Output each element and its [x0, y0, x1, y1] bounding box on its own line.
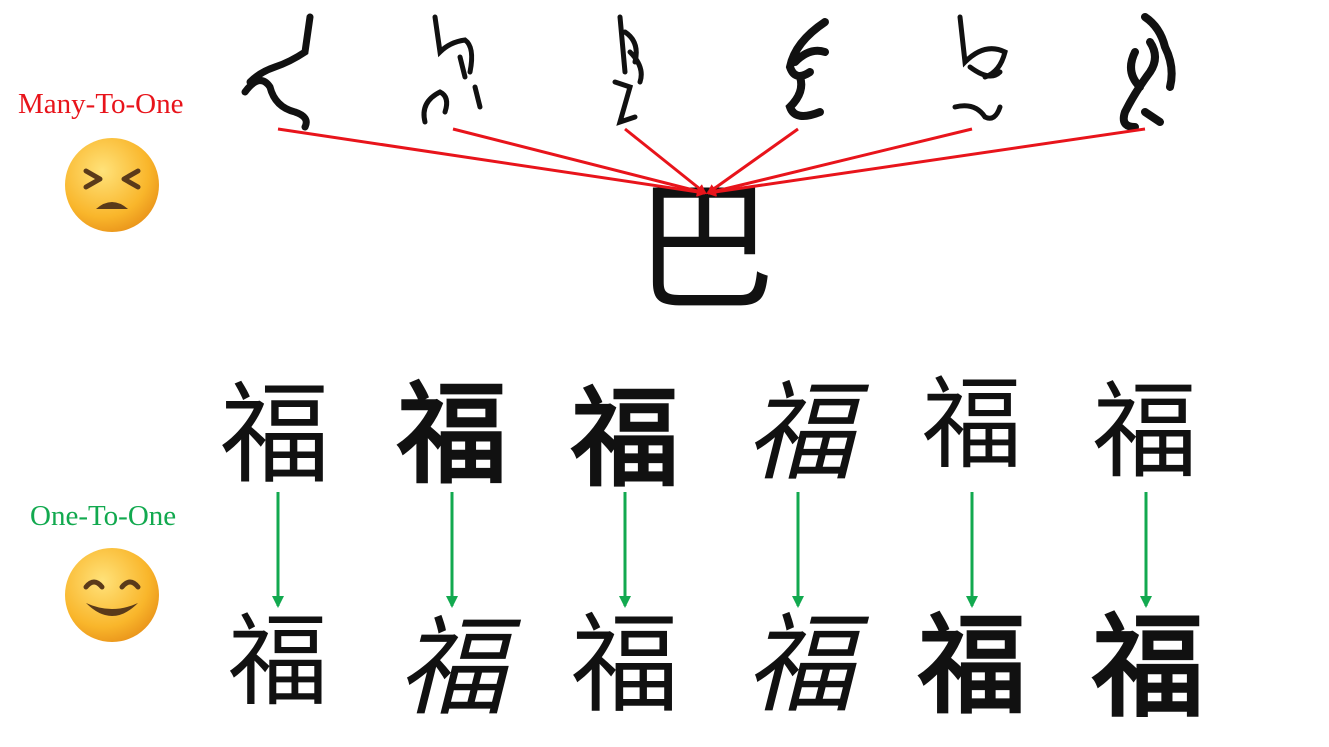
target-character-1: 福: [228, 603, 328, 720]
persevering-face-icon: [65, 138, 159, 232]
oracle-glyph-6: [1119, 13, 1176, 131]
target-character-6: 福: [1092, 602, 1204, 733]
oracle-glyph-3: [612, 14, 644, 126]
oracle-glyph-2: [421, 14, 483, 125]
source-character-2: 福: [397, 370, 507, 499]
target-character-5: 福: [917, 603, 1026, 729]
oracle-glyph-4: [785, 18, 829, 120]
target-character: 巴: [634, 168, 775, 331]
source-character-3: 福: [570, 376, 679, 502]
oracle-glyph-5: [952, 14, 1008, 121]
source-character-5: 福: [922, 366, 1022, 483]
many-to-one-label: Many-To-One: [18, 88, 184, 120]
source-character-4: 福: [745, 371, 854, 496]
source-character-1: 福: [220, 371, 330, 499]
target-character-3: 福: [570, 603, 679, 728]
target-character-4: 福: [745, 603, 854, 728]
smiling-face-icon: [65, 548, 159, 642]
source-character-6: 福: [1092, 371, 1198, 493]
target-character-2: 福: [397, 606, 506, 731]
oracle-glyph-1: [241, 13, 314, 131]
one-to-one-label: One-To-One: [30, 500, 177, 532]
